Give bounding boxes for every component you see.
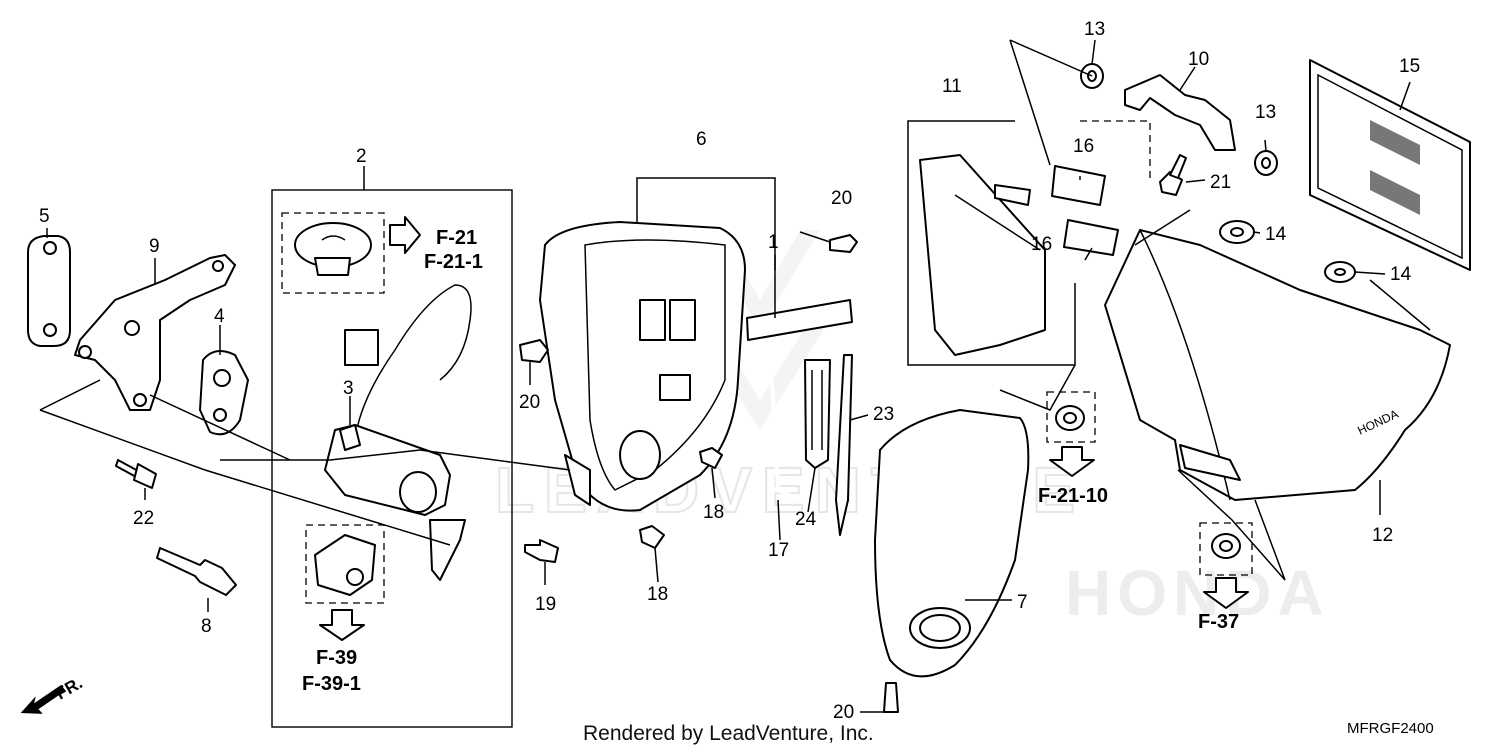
part-20-clip-a xyxy=(829,234,858,253)
callout-18-upper: 18 xyxy=(703,502,724,523)
front-label: FR. xyxy=(53,673,86,703)
part-2-holder xyxy=(314,534,376,596)
callout-13-top: 13 xyxy=(1084,19,1105,40)
callout-23: 23 xyxy=(873,404,894,425)
group-box-2 xyxy=(271,189,513,728)
ref-f-21-10[interactable]: F-21-10 xyxy=(1038,485,1108,507)
part-11-plate xyxy=(919,154,1046,356)
part-22-bolt xyxy=(115,459,157,489)
part-16-pad-b xyxy=(1063,219,1119,256)
callout-17: 17 xyxy=(768,540,789,561)
callout-14-lower: 14 xyxy=(1390,264,1412,285)
callout-14-upper: 14 xyxy=(1265,224,1287,245)
part-19-screw xyxy=(524,539,559,563)
callout-9: 9 xyxy=(149,236,160,257)
callout-11: 11 xyxy=(942,76,962,97)
ref-arrow-f21 xyxy=(389,216,421,254)
callout-20-bottom: 20 xyxy=(833,702,854,723)
callout-3: 3 xyxy=(343,378,354,399)
callout-15: 15 xyxy=(1399,56,1420,77)
callout-1: 1 xyxy=(768,232,779,253)
callout-19: 19 xyxy=(535,594,556,615)
part-5-plate xyxy=(27,235,71,347)
diagram-code: MFRGF2400 xyxy=(1347,720,1434,737)
callout-7: 7 xyxy=(1017,592,1028,613)
callout-22: 22 xyxy=(133,508,154,529)
ref-f-37[interactable]: F-37 xyxy=(1198,611,1239,633)
callout-20-top: 20 xyxy=(831,188,852,209)
part-4-latch xyxy=(199,350,249,436)
callout-16-bottom: 16 xyxy=(1031,234,1052,255)
part-9-bracket xyxy=(74,254,236,411)
part-13-grommet-b xyxy=(1254,150,1278,176)
grommet-detail-f21-10 xyxy=(1055,405,1085,431)
part-18-screw-b xyxy=(639,525,665,549)
callout-13-right: 13 xyxy=(1255,102,1276,123)
callout-16-top: 16 xyxy=(1073,136,1094,157)
part-21-bolt xyxy=(1159,154,1187,196)
callout-20-left: 20 xyxy=(519,392,540,413)
part-2-clip xyxy=(294,222,372,276)
front-direction-arrow: FR. xyxy=(20,673,86,714)
part-6-inner-box xyxy=(539,221,746,512)
ref-arrow-f37 xyxy=(1203,577,1249,609)
part-20-clip-c xyxy=(883,682,899,713)
callout-10: 10 xyxy=(1188,49,1209,70)
part-17-hex-key xyxy=(770,379,801,502)
bracket-6 xyxy=(636,177,776,270)
part-20-clip-b xyxy=(519,339,549,363)
part-24-tool xyxy=(804,359,831,469)
rendered-by-credit: Rendered by LeadVenture, Inc. xyxy=(583,722,874,745)
callout-12: 12 xyxy=(1372,525,1393,546)
callout-8: 8 xyxy=(201,616,212,637)
part-1-label xyxy=(746,299,853,341)
callout-24: 24 xyxy=(795,509,817,530)
callout-4: 4 xyxy=(214,306,225,327)
callout-18-lower: 18 xyxy=(647,584,668,605)
part-12-side-cover: HONDA xyxy=(1104,229,1451,501)
grommet-detail-f37 xyxy=(1211,533,1241,559)
ref-arrow-f21-10 xyxy=(1049,446,1095,477)
callout-21: 21 xyxy=(1210,172,1231,193)
callout-5: 5 xyxy=(39,206,50,227)
part-15-decal xyxy=(1309,59,1471,271)
part-14-grommet-b xyxy=(1324,261,1356,283)
ref-f-39-1[interactable]: F-39-1 xyxy=(302,673,361,695)
ref-f-39[interactable]: F-39 xyxy=(316,647,357,669)
part-10-bracket xyxy=(1124,74,1236,151)
part-7-cover xyxy=(874,409,1030,678)
part-23-screwdriver xyxy=(835,354,853,536)
callout-6: 6 xyxy=(696,129,707,150)
part-14-grommet-a xyxy=(1219,220,1255,244)
part-16-pad-a xyxy=(1051,165,1106,206)
group-box-11 xyxy=(907,120,1253,576)
ref-f-21[interactable]: F-21 xyxy=(436,227,477,249)
part-3-lock xyxy=(324,284,472,581)
part-8-key xyxy=(156,547,237,596)
ref-f-21-1[interactable]: F-21-1 xyxy=(424,251,483,273)
leader-lines xyxy=(39,39,1431,713)
callout-2: 2 xyxy=(356,146,367,167)
ref-arrow-f39 xyxy=(319,609,365,641)
part-18-screw-a xyxy=(699,447,723,469)
